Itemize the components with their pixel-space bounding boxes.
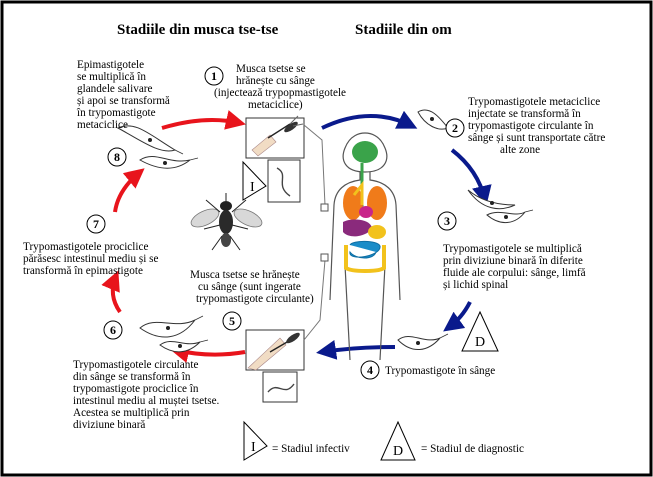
left-lung-organ [343, 186, 363, 220]
human-body-illustration [329, 132, 401, 361]
liver-organ [343, 219, 372, 237]
fly-stages-heading: Stadiile din musca tse-tse [117, 22, 279, 38]
svg-text:3: 3 [444, 214, 450, 228]
step-number-6: 6 [103, 320, 123, 340]
step-number-3: 3 [437, 211, 457, 231]
svg-text:I: I [250, 180, 255, 195]
step-number-5: 5 [222, 311, 242, 331]
connector-node-top [320, 203, 329, 212]
svg-text:8: 8 [114, 150, 120, 164]
arrow-6-to-7 [101, 270, 122, 314]
legend-diagnostic: D = Stadiul de diagnostic [380, 420, 524, 461]
arrow-3-to-4 [443, 301, 472, 332]
step-number-7: 7 [86, 214, 106, 234]
fly-feeding-inset-top [245, 115, 305, 159]
step-number-2: 2 [445, 118, 465, 138]
svg-text:6: 6 [110, 323, 116, 337]
step-3-text: Trypomastigotele se multiplică prin divi… [443, 243, 588, 291]
connector-bottom [303, 259, 326, 341]
svg-text:D: D [475, 335, 485, 350]
brain-organ [352, 141, 378, 163]
step-1-text: Musca tsetse se hrănește cu sânge (injec… [214, 63, 349, 111]
svg-text:1: 1 [211, 69, 217, 83]
step-2-text: Trypomastigotele metaciclice injectate s… [468, 96, 608, 156]
step-7-text: Trypomastigotele prociclice părăsesc int… [23, 241, 161, 277]
connector-top [303, 124, 326, 206]
diagnostic-stage-marker: D [461, 310, 499, 352]
legend-infective: I = Stadiul infectiv [243, 420, 350, 461]
svg-text:I: I [251, 440, 256, 455]
stomach-organ [368, 225, 386, 239]
arrow-1-to-2 [321, 110, 418, 130]
trypanosome-inset-top [267, 159, 301, 203]
step-4-text: Trypomastigote în sânge [385, 365, 495, 377]
infective-stage-marker: I [242, 160, 267, 201]
step-6-text: Trypomastigotele circulante din sânge se… [73, 359, 222, 431]
svg-text:5: 5 [229, 314, 235, 328]
arrow-2-to-3 [450, 148, 492, 206]
arrow-7-to-8 [113, 168, 145, 213]
step-number-4: 4 [360, 360, 380, 380]
svg-text:4: 4 [367, 363, 373, 377]
step-number-8: 8 [107, 147, 127, 167]
human-stages-heading: Stadiile din om [355, 22, 452, 38]
step-5-text: Musca tsetse se hrănește cu sânge (sunt … [190, 269, 314, 305]
svg-text:7: 7 [93, 217, 99, 231]
arrow-8-to-1 [161, 110, 246, 130]
svg-text:= Stadiul de diagnostic: = Stadiul de diagnostic [421, 443, 524, 455]
fly-feeding-inset-bottom [245, 329, 305, 371]
step-8-text: Epimastigotele se multiplică în glandele… [76, 59, 173, 131]
svg-text:= Stadiul infectiv: = Stadiul infectiv [272, 443, 350, 455]
svg-text:D: D [393, 444, 403, 459]
arrow-4-to-5 [316, 340, 396, 360]
step-number-1: 1 [204, 66, 224, 86]
connector-node-bottom [320, 253, 329, 262]
intestine-organ [349, 240, 381, 259]
heart-organ [359, 206, 373, 218]
parasite-illustrations [116, 109, 526, 353]
tsetse-fly-illustration [190, 193, 263, 251]
trypanosome-inset-bottom [262, 371, 298, 403]
svg-text:2: 2 [452, 121, 458, 135]
